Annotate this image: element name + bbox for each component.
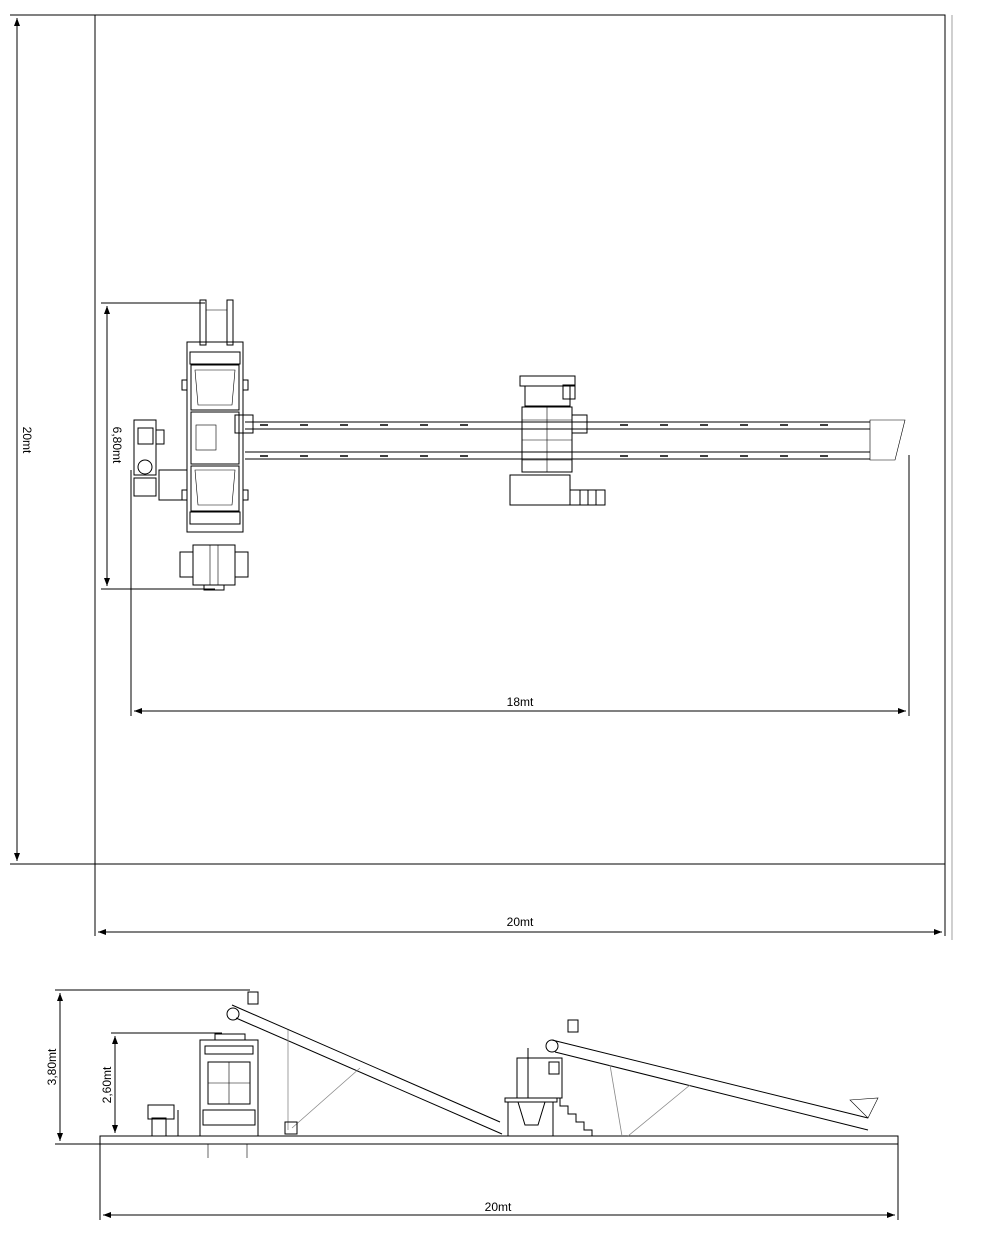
ground-slab <box>99 1135 899 1145</box>
dimension-site-height: 20mt <box>10 14 95 865</box>
mixer-side <box>504 1048 593 1136</box>
conveyor-plan <box>245 419 906 461</box>
hydraulic-unit-plan <box>133 419 188 501</box>
conveyor-height-label: 3,80mt <box>45 1048 59 1085</box>
dimension-side-width: 20mt <box>99 1144 899 1220</box>
feeder-unit-plan <box>179 544 249 591</box>
machine-height-label: 2,60mt <box>100 1066 114 1103</box>
side-width-label: 20mt <box>485 1200 512 1214</box>
side-view: 3,80mt 2,60mt 20mt <box>45 989 899 1220</box>
mixer-plan <box>509 375 606 506</box>
line-length-label: 18mt <box>507 695 534 709</box>
plan-view: 20mt 20mt 6,80mt 18mt <box>10 14 953 940</box>
dimension-site-width: 20mt <box>94 864 946 936</box>
conveyor-1-side <box>226 991 503 1135</box>
dimension-machine-depth: 6,80mt <box>101 302 215 590</box>
block-machine-side <box>199 1033 259 1137</box>
site-height-label: 20mt <box>20 427 34 454</box>
dimension-line-length: 18mt <box>130 455 910 716</box>
block-machine-plan <box>181 299 254 533</box>
site-width-label: 20mt <box>507 915 534 929</box>
conveyor-2-side <box>545 1019 879 1137</box>
machine-depth-label: 6,80mt <box>110 427 124 464</box>
dimension-machine-height: 2,60mt <box>100 1032 222 1133</box>
site-boundary <box>94 14 946 865</box>
dimension-conveyor-height: 3,80mt <box>45 989 250 1145</box>
hydraulic-unit-side <box>147 1104 179 1137</box>
